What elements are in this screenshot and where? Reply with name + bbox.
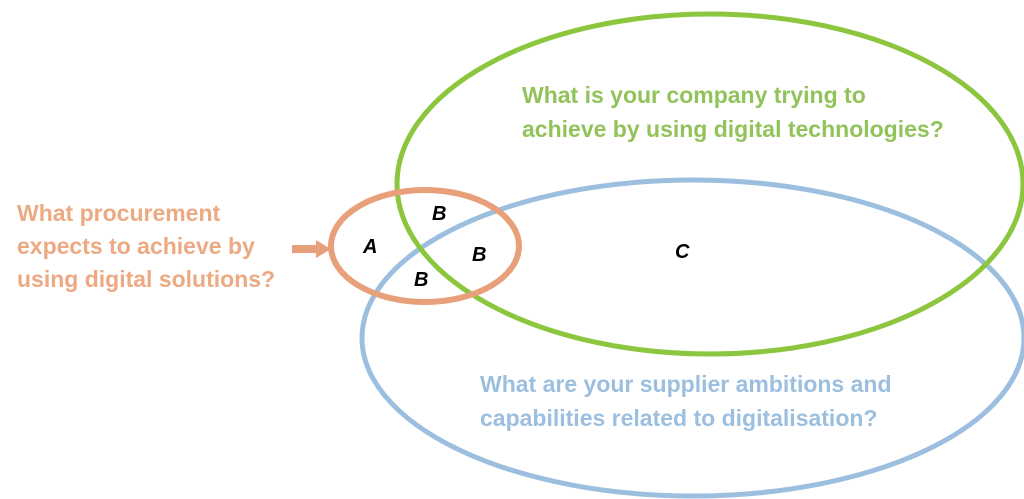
supplier-question-line-2: capabilities related to digitalisation? [480,405,877,431]
region-b-bottom-label: B [414,269,428,291]
supplier-question: What are your supplier ambitions and cap… [480,371,898,431]
procurement-question-line-2: expects to achieve by [17,233,255,259]
company-question-line-1: What is your company trying to [522,82,866,108]
procurement-question-line-3: using digital solutions? [17,266,275,292]
company-ellipse [394,11,1024,357]
region-a-label: A [362,236,377,258]
supplier-question-line-1: What are your supplier ambitions and [480,371,892,397]
procurement-question-line-1: What procurement [17,200,221,226]
procurement-ellipse [328,187,522,305]
region-b-right-label: B [472,244,486,266]
region-c-label: C [675,241,690,263]
procurement-question: What procurement expects to achieve by u… [17,200,275,292]
region-b-top-label: B [432,203,446,225]
procurement-arrow [292,240,331,258]
supplier-ellipse [359,177,1024,499]
company-question: What is your company trying to achieve b… [522,82,944,142]
company-question-line-2: achieve by using digital technologies? [522,116,944,142]
